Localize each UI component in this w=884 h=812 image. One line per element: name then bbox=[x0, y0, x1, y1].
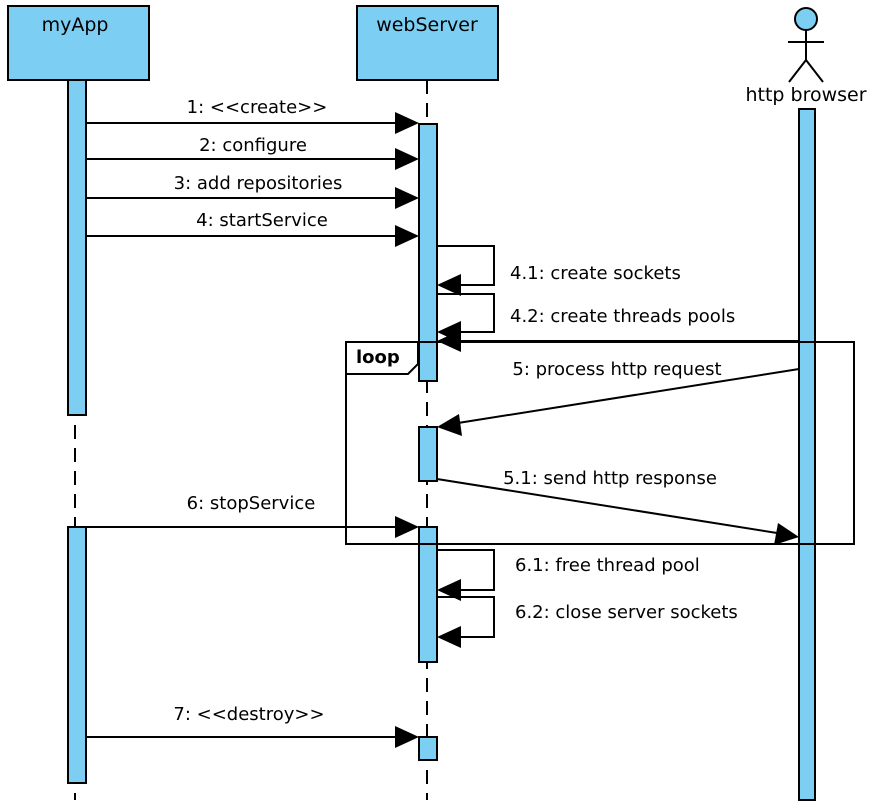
arrowhead-icon bbox=[437, 330, 461, 352]
arrowhead-icon bbox=[395, 148, 419, 170]
webserver-activation-2 bbox=[418, 426, 438, 482]
arrowhead-icon bbox=[395, 726, 419, 748]
message-3-label: 3: add repositories bbox=[174, 173, 343, 194]
arrowhead-icon bbox=[395, 225, 419, 247]
message-4-1-label: 4.1: create sockets bbox=[510, 263, 681, 284]
message-4-label: 4: startService bbox=[196, 210, 328, 231]
message-6-label: 6: stopService bbox=[187, 493, 316, 514]
arrowhead-icon bbox=[395, 516, 419, 538]
arrowhead-icon bbox=[437, 414, 462, 436]
message-3-add-repositories: 3: add repositories bbox=[86, 173, 419, 209]
message-return-to-webserver bbox=[437, 330, 799, 352]
myapp-activation-1 bbox=[67, 79, 87, 416]
participant-webserver: webServer bbox=[356, 5, 499, 81]
message-4-start-service: 4: startService bbox=[86, 210, 419, 247]
arrowhead-icon bbox=[395, 187, 419, 209]
participant-myapp: myApp bbox=[7, 5, 150, 81]
message-6-2-close-server-sockets: 6.2: close server sockets bbox=[437, 596, 738, 648]
loop-fragment-label: loop bbox=[356, 347, 400, 368]
loop-fragment-tab bbox=[345, 341, 419, 375]
actor-http-browser-label: http browser bbox=[745, 84, 866, 106]
message-5-1-send-http-response: 5.1: send http response bbox=[436, 468, 799, 545]
webserver-activation-3 bbox=[418, 526, 438, 663]
message-4-1-create-sockets: 4.1: create sockets bbox=[437, 245, 681, 296]
message-6-1-label: 6.1: free thread pool bbox=[515, 555, 700, 576]
message-7-label: 7: <<destroy>> bbox=[173, 704, 324, 725]
arrowhead-icon bbox=[437, 626, 461, 648]
arrowhead-icon bbox=[774, 523, 799, 545]
actor-stick-figure-icon bbox=[788, 7, 824, 83]
webserver-activation-4 bbox=[418, 736, 438, 761]
message-6-1-free-thread-pool: 6.1: free thread pool bbox=[437, 549, 700, 601]
message-4-2-label: 4.2: create threads pools bbox=[510, 306, 735, 327]
message-4-2-create-threads-pools: 4.2: create threads pools bbox=[437, 293, 735, 343]
arrowhead-icon bbox=[395, 112, 419, 134]
loop-fragment: loop bbox=[345, 341, 855, 545]
arrowhead-icon bbox=[437, 579, 461, 601]
message-5-1-label: 5.1: send http response bbox=[503, 468, 717, 489]
actor-http-browser: http browser bbox=[745, 7, 867, 106]
participant-myapp-label: myApp bbox=[42, 14, 109, 36]
message-1-label: 1: <<create>> bbox=[187, 97, 328, 118]
myapp-activation-2 bbox=[67, 526, 87, 784]
message-5-label: 5: process http request bbox=[512, 359, 721, 380]
arrowhead-icon bbox=[437, 274, 461, 296]
message-7-destroy: 7: <<destroy>> bbox=[86, 704, 419, 748]
participant-webserver-box bbox=[356, 5, 499, 81]
browser-activation bbox=[798, 108, 816, 801]
webserver-activation-1 bbox=[418, 123, 438, 382]
message-6-2-label: 6.2: close server sockets bbox=[515, 602, 738, 623]
message-2-label: 2: configure bbox=[199, 135, 307, 156]
message-6-stop-service: 6: stopService bbox=[86, 493, 419, 538]
participant-webserver-label: webServer bbox=[376, 14, 478, 36]
message-1-create: 1: <<create>> bbox=[86, 97, 419, 134]
message-5-process-http-request: 5: process http request bbox=[437, 359, 800, 436]
message-2-configure: 2: configure bbox=[86, 135, 419, 170]
